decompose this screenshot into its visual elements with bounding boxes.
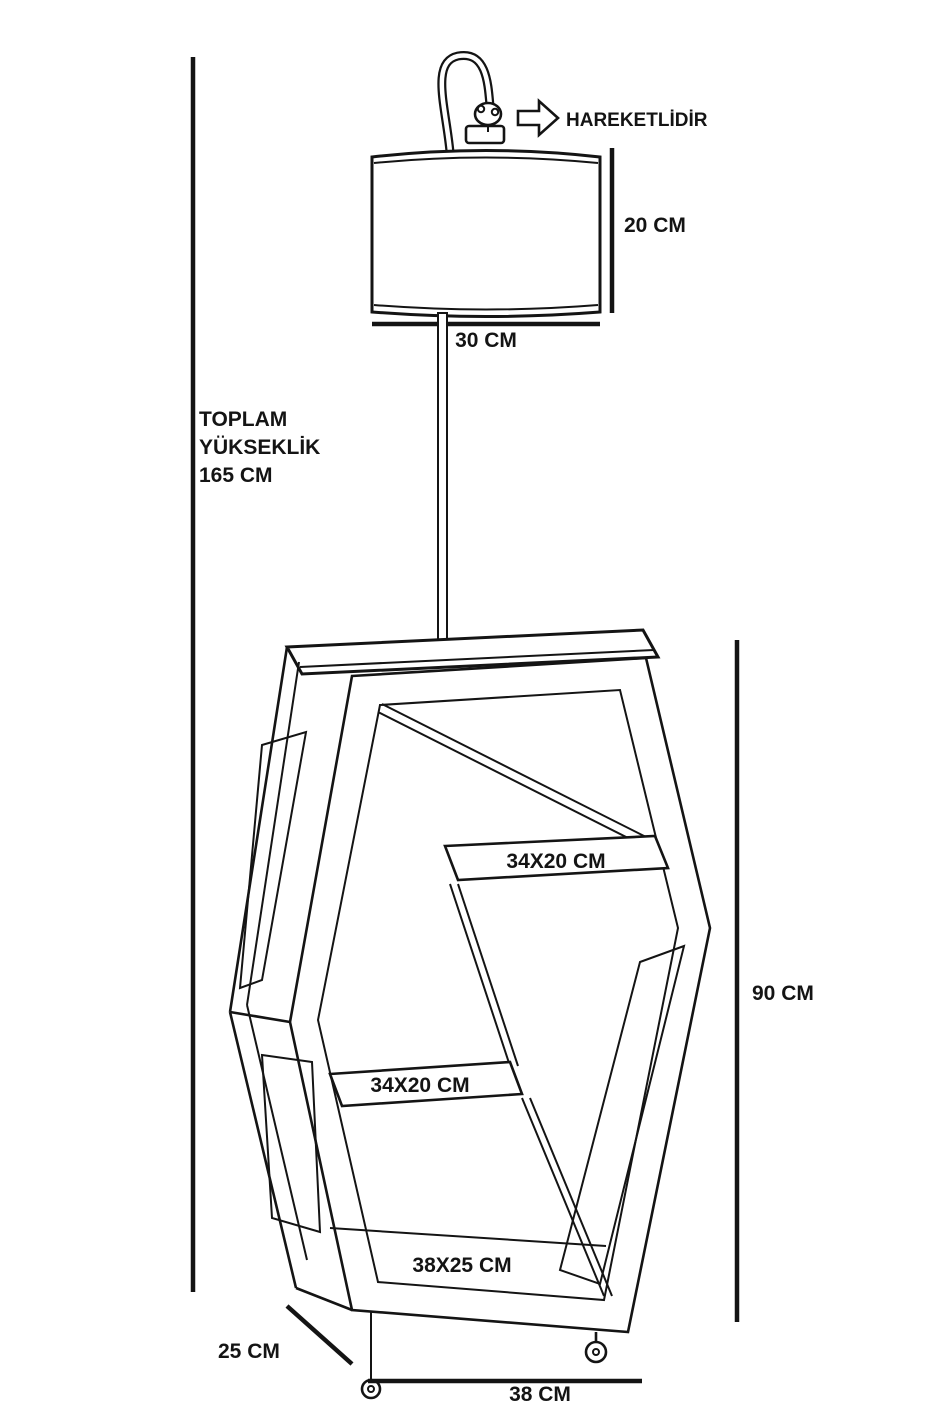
gooseneck-arm-inner [439, 53, 493, 153]
total-height-label-line2: YÜKSEKLİK [199, 436, 320, 459]
shelf-bottom-label: 38X25 CM [412, 1254, 511, 1277]
total-height-label: TOPLAM YÜKSEKLİK 165 CM [199, 408, 320, 487]
right-side-panel [558, 944, 686, 1286]
unit-width-label: 38 CM [509, 1383, 571, 1403]
movable-label: HAREKETLİDİR [566, 110, 708, 131]
shade-height-label: 20 CM [624, 214, 686, 237]
movable-arrow-icon [516, 98, 560, 138]
total-height-label-line1: TOPLAM [199, 408, 287, 431]
brace-upper [381, 703, 653, 841]
shelf-top-label: 34X20 CM [506, 850, 605, 873]
shelf-bottom-back-edge [329, 1227, 607, 1247]
floor-pole [437, 312, 448, 644]
left-face-panel-upper [238, 730, 308, 990]
shelf-frame-inner [316, 688, 680, 1302]
lamp-head [464, 101, 506, 145]
top-board-edge [299, 649, 655, 668]
shelf-frame-outer [288, 656, 712, 1334]
shelf-middle-label: 34X20 CM [370, 1074, 469, 1097]
shelf-top-board [443, 834, 670, 882]
shelf-frame-left-face [228, 646, 353, 1312]
lamp-shade-bottom-edge [373, 304, 599, 311]
unit-depth-label: 25 CM [218, 1340, 280, 1363]
unit-height-label: 90 CM [752, 982, 814, 1005]
shelf-middle-board [328, 1060, 524, 1108]
total-height-label-line3: 165 CM [199, 464, 273, 487]
brace-middle [449, 883, 511, 1067]
caster-right [584, 1340, 608, 1364]
unit-depth-dimension-line [285, 1304, 354, 1366]
frame-diagonal-braces [377, 703, 686, 1297]
lamp-shade-top-edge [373, 156, 599, 164]
lamp-shade [370, 149, 602, 318]
shade-width-label: 30 CM [455, 329, 517, 352]
brace-lower [521, 1097, 605, 1297]
left-face-panel-lower [260, 1053, 322, 1234]
